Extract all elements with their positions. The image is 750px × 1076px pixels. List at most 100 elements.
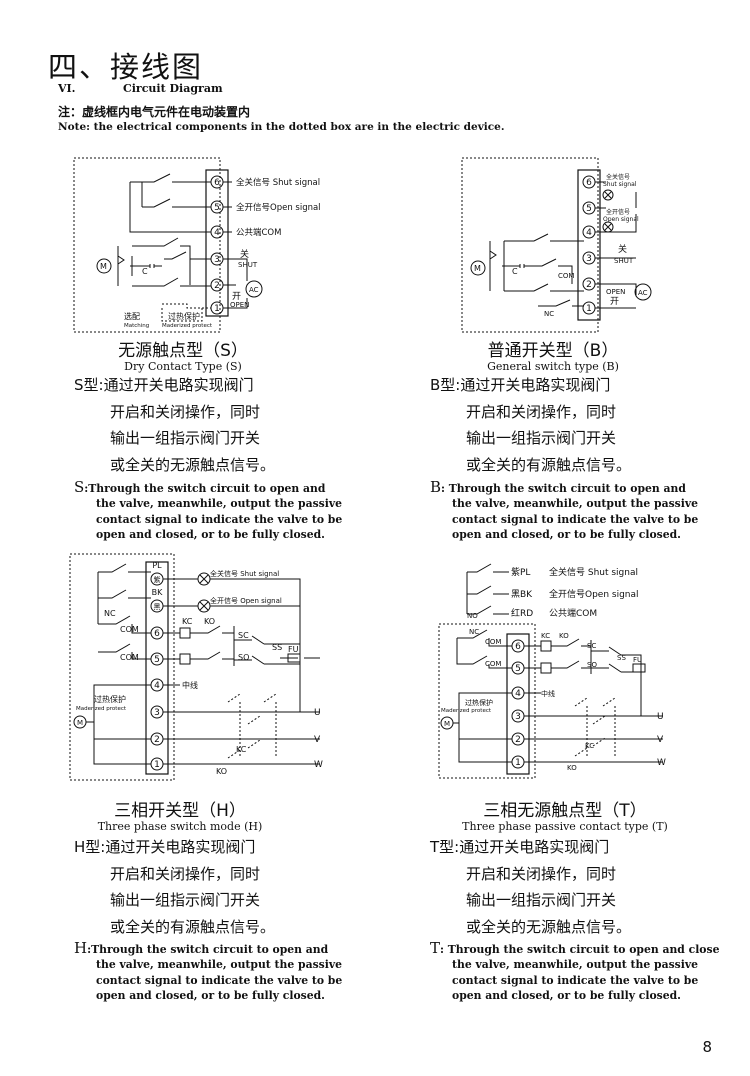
label-protect-en: Maderized protect (162, 323, 213, 329)
label-shut-sig-en: Shut signal (603, 181, 637, 188)
label-ss: SS (617, 654, 626, 662)
dotted-box (69, 553, 175, 781)
terminal-6: 6 (586, 178, 592, 188)
label-ko: KO (559, 632, 569, 640)
dotted-box (461, 157, 599, 333)
label-protect-en: Maderized protect (441, 708, 492, 714)
label-fu: FU (633, 656, 642, 664)
label-shut-sig: 全关信号 Shut signal (549, 566, 638, 578)
terminal-1: 1 (586, 304, 592, 314)
terminal-6: 6 (154, 629, 160, 639)
label-shut-cn: 关 (240, 248, 249, 260)
label-sc: SC (238, 631, 249, 640)
label-kc: KC (182, 617, 193, 626)
terminal-3: 3 (515, 712, 521, 722)
terminal-4: 4 (214, 228, 220, 238)
desc-h-en: H:Through the switch circuit to open and… (74, 939, 343, 1002)
label-so: SO (587, 661, 597, 669)
label-pl-cn: 紫 (154, 576, 161, 584)
label-shut-en: SHUT (238, 261, 258, 269)
label-kc-2: KC (585, 742, 594, 750)
diagram-s: 6 5 4 3 2 1 全关信号 Shut signal 全开信号Open si… (72, 156, 352, 336)
label-w: W (657, 758, 666, 768)
section-number: VI. (58, 82, 76, 95)
label-open-sig-en: Open signal (603, 216, 639, 223)
label-bk: 黑BK (511, 589, 533, 600)
title-h-en: Three phase switch mode (H) (97, 820, 263, 833)
terminal-circles (210, 175, 224, 315)
label-open-en: OPEN (230, 301, 249, 309)
section-title-en: Circuit Diagram (123, 82, 223, 95)
label-open-cn: 开 (610, 296, 619, 307)
label-neutral: 中线 (541, 689, 555, 698)
label-shut-sig: 全关信号 (606, 173, 630, 181)
diagram-b: 6 5 4 3 2 1 全关信号 Shut signal 全开信号 Open s… (460, 156, 690, 336)
title-s-en: Dry Contact Type (S) (124, 360, 242, 373)
title-h-cn: 三相开关型（H） (114, 801, 246, 821)
terminal-2: 2 (586, 280, 592, 290)
label-protect-cn: 过热保护 (465, 698, 493, 707)
label-motor: M (77, 719, 83, 727)
label-shut-en: SHUT (614, 257, 634, 265)
label-open-sig: 全开信号Open signal (549, 588, 639, 600)
note-cn: 注：虚线框内电气元件在电动装置内 (58, 105, 251, 119)
terminal-block (145, 561, 169, 775)
label-ko: KO (204, 617, 215, 626)
label-shut-cn: 关 (618, 243, 627, 255)
terminal-block (205, 169, 229, 317)
terminal-6: 6 (214, 178, 220, 188)
label-shut-signal: 全关信号 Shut signal (236, 177, 320, 188)
label-open-en: OPEN (606, 288, 625, 296)
terminal-5: 5 (214, 203, 220, 213)
label-motor: M (444, 720, 450, 728)
title-t-cn: 三相无源触点型（T） (483, 801, 647, 821)
label-fu: FU (288, 645, 299, 654)
terminal-3: 3 (154, 708, 160, 718)
terminal-5: 5 (586, 204, 592, 214)
motor-symbol (470, 260, 486, 276)
label-com: COM (120, 625, 139, 634)
label-shut-sig: 全关信号 Shut signal (210, 569, 279, 578)
page-title: 四、接线图 (48, 50, 204, 84)
terminal-2: 2 (154, 735, 160, 745)
label-cap: C (512, 267, 518, 276)
label-matching-cn: 选配 (124, 311, 140, 321)
terminal-4: 4 (515, 689, 521, 699)
label-matching-en: Matching (124, 323, 149, 329)
desc-b-en: B: Through the switch circuit to open an… (430, 478, 699, 541)
title-t-en: Three phase passive contact type (T) (462, 820, 668, 833)
motor-symbol (96, 258, 112, 274)
label-nc: NC (469, 628, 479, 636)
title-s-cn: 无源触点型（S） (118, 341, 248, 361)
desc-b-cn: B型:通过开关电路实现阀门 开启和关闭操作，同时 输出一组指示阀门开关 或全关的… (430, 376, 632, 474)
desc-s-cn: S型:通过开关电路实现阀门 开启和关闭操作，同时 输出一组指示阀门开关 或全关的… (74, 376, 276, 474)
label-u: U (657, 712, 664, 722)
title-b-cn: 普通开关型（B） (487, 341, 619, 361)
terminal-5: 5 (515, 664, 521, 674)
terminal-6: 6 (515, 642, 521, 652)
label-open-signal: 全开信号Open signal (236, 202, 321, 213)
diagram-h: PL 紫 BK 黑 6 5 4 3 2 1 全关信号 Shut signal 全… (68, 552, 338, 784)
label-neutral: 中线 (182, 680, 198, 690)
desc-s-en: S:Through the switch circuit to open and… (74, 478, 343, 541)
label-protect-cn: 过热保护 (168, 311, 200, 321)
label-cap: C (142, 267, 148, 276)
label-open-sig: 全开信号 (606, 208, 630, 216)
label-kc: KC (541, 632, 550, 640)
page-number: 8 (702, 1038, 712, 1056)
label-so: SO (238, 653, 249, 662)
label-w: W (314, 760, 323, 770)
desc-h-cn: H型:通过开关电路实现阀门 开启和关闭操作，同时 输出一组指示阀门开关 或全关的… (74, 838, 276, 936)
terminal-block (577, 169, 601, 321)
terminal-1: 1 (154, 760, 160, 770)
label-com: COM (558, 272, 574, 280)
label-pl: 紫PL (511, 567, 530, 578)
label-no: NO (467, 612, 478, 620)
label-bk: BK (152, 588, 163, 597)
label-nc: NC (104, 609, 116, 618)
label-ac: AC (249, 286, 259, 294)
terminal-4: 4 (154, 681, 160, 691)
label-open-sig: 全开信号 Open signal (210, 596, 282, 605)
label-ss: SS (272, 643, 282, 652)
dotted-box (73, 157, 221, 333)
